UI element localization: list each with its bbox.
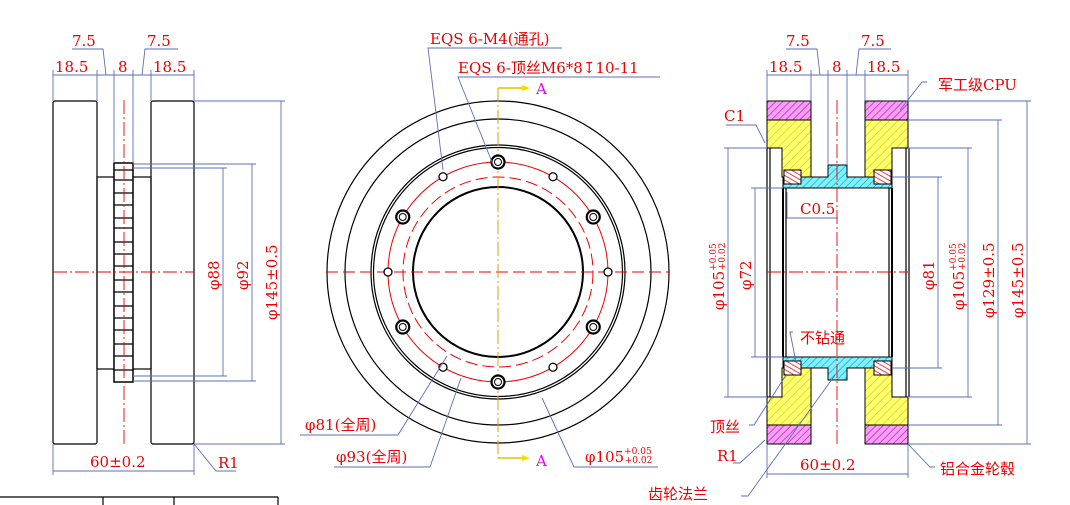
label-setscrew: 顶丝 bbox=[710, 418, 740, 436]
dim-phi145: φ145±0.5 bbox=[263, 244, 281, 320]
setscrew-bottom-left bbox=[783, 360, 802, 376]
dim-8: 8 bbox=[832, 58, 842, 76]
section-view: 7.5 7.5 18.5 8 18.5 军工级CPU C1 C0.5 不钻通 顶… bbox=[648, 32, 1031, 503]
dim-18-5-right: 18.5 bbox=[153, 58, 186, 76]
setscrew-hole bbox=[490, 374, 506, 390]
left-view: 7.5 7.5 18.5 8 18.5 φ88 φ92 φ145±0.5 60±… bbox=[52, 32, 285, 475]
dim-phi105-right: φ105+0.05+0.02 bbox=[949, 243, 968, 310]
dim-18-5-left: 18.5 bbox=[55, 58, 88, 76]
note-setscrew: EQS 6-顶丝M6*8↧10-11 bbox=[458, 59, 639, 77]
m4-through-hole bbox=[438, 172, 448, 182]
front-view: A A EQS 6-M4(通孔) EQS 6-顶丝M6*8↧10-11 φ81(… bbox=[300, 30, 670, 470]
dim-phi72: φ72 bbox=[737, 260, 755, 290]
section-label-top: A bbox=[535, 80, 547, 98]
setscrew-top-right bbox=[873, 169, 892, 185]
dim-7-5-left: 7.5 bbox=[786, 32, 810, 50]
rim-right-top bbox=[864, 100, 909, 121]
section-marker-top bbox=[498, 85, 530, 91]
label-military-cpu: 军工级CPU bbox=[938, 76, 1017, 94]
setscrew-hole bbox=[490, 154, 506, 170]
dimension-lines bbox=[52, 48, 285, 475]
rim-left-bottom bbox=[766, 424, 812, 445]
setscrew-hole bbox=[585, 319, 601, 335]
dim-width: 60±0.2 bbox=[90, 453, 146, 471]
m4-through-hole bbox=[548, 362, 558, 372]
hub-left-bottom bbox=[766, 367, 812, 426]
dim-phi105-left: φ105+0.05+0.02 bbox=[709, 243, 728, 310]
dim-phi93-full: φ93(全周) bbox=[336, 448, 407, 466]
chamfer-c1: C1 bbox=[724, 107, 745, 125]
flange-bottom bbox=[782, 356, 893, 381]
hub-left-top bbox=[766, 119, 812, 178]
right-wheel-half bbox=[150, 100, 195, 445]
dim-phi81-full: φ81(全周) bbox=[305, 416, 376, 434]
m4-through-hole bbox=[548, 172, 558, 182]
title-block bbox=[0, 496, 279, 505]
setscrew-hole bbox=[395, 209, 411, 225]
radius-r1: R1 bbox=[218, 454, 239, 472]
setscrew-hole bbox=[585, 209, 601, 225]
flange-top bbox=[782, 164, 893, 189]
label-no-drill-through: 不钻通 bbox=[800, 329, 845, 347]
dim-width: 60±0.2 bbox=[800, 456, 856, 474]
chamfer-c0-5: C0.5 bbox=[800, 200, 835, 218]
dim-phi145: φ145±0.5 bbox=[1009, 242, 1027, 318]
gear-tooth-lines bbox=[114, 169, 133, 371]
bore-lines bbox=[766, 148, 910, 397]
dim-7-5-right: 7.5 bbox=[147, 32, 171, 50]
label-gear-flange: 齿轮法兰 bbox=[648, 485, 708, 503]
hub-right-bottom bbox=[864, 367, 909, 426]
leader-lines bbox=[300, 47, 660, 468]
dim-phi92: φ92 bbox=[234, 260, 252, 290]
dim-phi88: φ88 bbox=[205, 260, 223, 290]
dim-7-5-left: 7.5 bbox=[72, 32, 96, 50]
label-aluminum-hub: 铝合金轮毂 bbox=[940, 460, 1015, 478]
dim-7-5-right: 7.5 bbox=[861, 32, 885, 50]
dim-8: 8 bbox=[118, 58, 128, 76]
hub-right-top bbox=[864, 119, 909, 178]
m4-through-hole bbox=[603, 267, 613, 277]
dim-phi129: φ129±0.5 bbox=[980, 242, 998, 318]
rim-left-top bbox=[766, 100, 812, 121]
gear-teeth bbox=[113, 162, 134, 383]
setscrew-top-left bbox=[783, 169, 802, 185]
left-wheel-half bbox=[52, 100, 98, 445]
dimension-lines bbox=[724, 48, 1031, 497]
note-m4-through-hole: EQS 6-M4(通孔) bbox=[430, 30, 550, 48]
section-marker-bottom bbox=[498, 455, 530, 461]
rim-right-bottom bbox=[864, 424, 909, 445]
setscrew-hole bbox=[395, 319, 411, 335]
m4-through-hole bbox=[383, 267, 393, 277]
section-label-bottom: A bbox=[535, 452, 547, 470]
radius-r1: R1 bbox=[717, 447, 738, 465]
dim-18-5-left: 18.5 bbox=[769, 58, 802, 76]
setscrew-bottom-right bbox=[873, 360, 892, 376]
bolt-holes bbox=[383, 154, 613, 390]
dim-18-5-right: 18.5 bbox=[867, 58, 900, 76]
dim-phi105: φ105+0.05+0.02 bbox=[585, 447, 652, 466]
dim-phi81: φ81 bbox=[920, 260, 938, 290]
